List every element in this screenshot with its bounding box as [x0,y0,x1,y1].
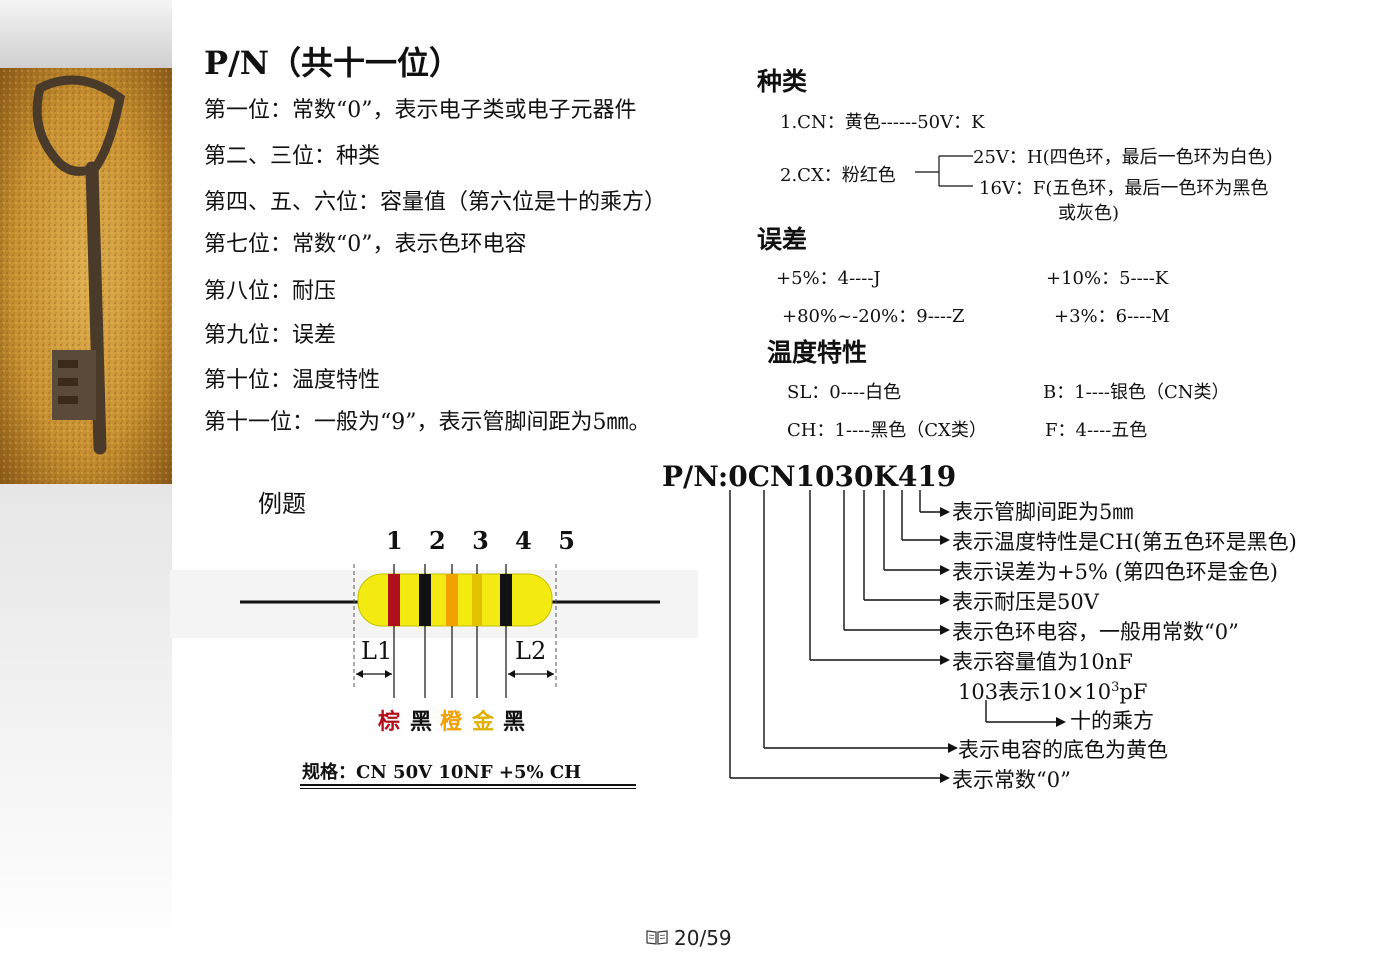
tolerance-item-2: +10%：5----K [1046,268,1169,289]
annotation-tolerance: 表示误差为+5% (第四色环是金色) [952,560,1278,584]
example-label: 例题 [258,490,306,518]
page-title: P/N（共十一位） [204,44,462,82]
kind-cx-25v: 25V：H(四色环，最后一色环为白色) [973,147,1273,168]
kind-cx-16v: 16V：F(五色环，最后一色环为黑色 [979,178,1269,199]
annotation-temp: 表示温度特性是CH(第五色环是黑色) [952,530,1297,554]
page-number: 20/59 [674,926,732,950]
tolerance-item-4: +3%：6----M [1054,306,1170,327]
annotation-power: 十的乘方 [1070,709,1154,733]
tolerance-item-1: +5%：4----J [776,268,881,289]
band-color-4: 金 [472,709,495,735]
spec-line: 规格：CN 50V 10NF +5% CH [302,762,582,783]
tolerance-heading: 误差 [757,225,808,254]
annotation-103-text: 103表示10×10 [958,680,1112,704]
annotation-103-unit: pF [1119,680,1148,704]
kind-cx: 2.CX：粉红色 [780,165,896,186]
pn-code: P/N:0CN1030K419 [662,460,957,493]
pn-arrows [729,490,1066,783]
spec-underline [300,784,636,786]
annotation-pin-spacing: 表示管脚间距为5㎜ [952,500,1134,524]
spec-underline-2 [300,788,636,789]
band-gold [472,574,482,626]
band-orange [446,574,458,626]
pn-line-6: 第九位：误差 [204,323,337,348]
page-indicator[interactable]: 20/59 [646,926,732,950]
annotation-capacitance: 表示容量值为10nF [952,650,1133,674]
pn-line-2: 第二、三位：种类 [204,144,381,169]
l1-label: L1 [361,637,393,665]
temperature-heading: 温度特性 [767,338,868,367]
kind-cn: 1.CN：黄色------50V：K [780,112,985,133]
pn-line-5: 第八位：耐压 [204,279,337,304]
annotation-base-color: 表示电容的底色为黄色 [958,738,1168,762]
temperature-item-1: SL：0----白色 [787,382,902,403]
resistor-diagram [170,564,698,698]
band-color-5: 黑 [503,709,526,735]
pn-line-8: 第十一位：一般为“9”，表示管脚间距为5㎜。 [204,410,651,435]
pn-line-7: 第十位：温度特性 [204,368,381,393]
annotation-constant: 表示常数“0” [952,768,1071,792]
annotation-103: 103表示10×103pF [958,676,1147,706]
tolerance-item-3: +80%~-20%：9----Z [782,306,965,327]
pn-line-3: 第四、五、六位：容量值（第六位是十的乘方） [204,190,667,215]
annotation-voltage: 表示耐压是50V [952,590,1099,614]
kind-cx-16v-cont: 或灰色) [1058,203,1120,224]
kinds-heading: 种类 [757,67,808,96]
band-black-2 [500,574,512,626]
band-color-3: 橙 [440,709,463,735]
annotation-color-ring: 表示色环电容，一般用常数“0” [952,620,1239,644]
temperature-item-3: CH：1----黑色（CX类） [787,420,987,441]
band-black-1 [419,574,431,626]
book-icon [646,926,668,950]
band-numbers: 1 2 3 4 5 [386,526,584,555]
band-color-2: 黑 [410,709,433,735]
pn-line-4: 第七位：常数“0”，表示色环电容 [204,232,527,257]
key-photo [0,68,172,484]
pn-line-1: 第一位：常数“0”，表示电子类或电子元器件 [204,98,637,123]
temperature-item-4: F：4----五色 [1045,420,1148,441]
l2-label: L2 [515,637,547,665]
band-brown [388,574,400,626]
cx-bracket [915,155,973,187]
annotation-103-exp: 3 [1111,680,1120,695]
band-color-1: 棕 [378,709,401,735]
temperature-item-2: B：1----银色（CN类） [1043,382,1230,403]
